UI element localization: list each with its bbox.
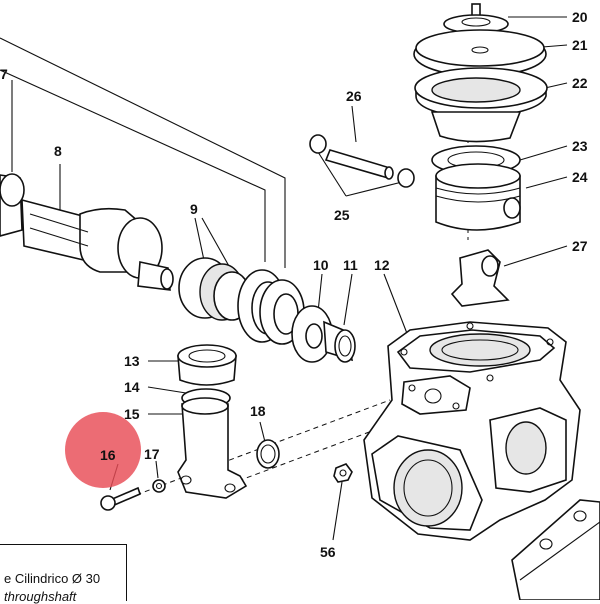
screw-part-16 bbox=[100, 486, 141, 511]
circlip-part-25 bbox=[309, 134, 415, 188]
legend-line-2: throughshaft bbox=[4, 589, 77, 604]
shaft-part-8 bbox=[0, 173, 174, 291]
highlight-marker bbox=[65, 412, 141, 488]
cap-part-13 bbox=[177, 344, 237, 386]
washer-part-10 bbox=[291, 305, 333, 363]
bracket-bottom-right bbox=[511, 499, 600, 600]
nut-part-56 bbox=[333, 463, 353, 483]
callout-label: 16 bbox=[100, 447, 116, 463]
callout-label: 27 bbox=[572, 238, 588, 254]
diaphragm-part-22 bbox=[414, 67, 548, 143]
washer-part-17 bbox=[152, 479, 166, 493]
callout-label: 17 bbox=[144, 446, 160, 462]
callout-label: 12 bbox=[374, 257, 390, 273]
callout-label: 9 bbox=[190, 201, 198, 217]
callout-label: 13 bbox=[124, 353, 140, 369]
bearing-part-9 bbox=[178, 257, 305, 345]
callout-label: 10 bbox=[313, 257, 329, 273]
callout-label: 8 bbox=[54, 143, 62, 159]
callout-label: 15 bbox=[124, 406, 140, 422]
bracket-part-27 bbox=[450, 249, 510, 307]
callout-label: 21 bbox=[572, 37, 588, 53]
callout-label: 7 bbox=[0, 66, 8, 82]
leader-lines bbox=[0, 16, 568, 541]
legend-line-1: e Cilindrico Ø 30 bbox=[4, 571, 101, 586]
disc-part-21 bbox=[413, 29, 547, 77]
pump-body-part-12 bbox=[363, 321, 581, 541]
callout-label: 18 bbox=[250, 403, 266, 419]
neck-part-15 bbox=[177, 397, 248, 499]
o-ring-part-18 bbox=[256, 439, 280, 469]
callout-labels: 7 8 9 10 11 12 13 14 15 16 17 18 20 21 2… bbox=[0, 9, 588, 560]
callout-label: 11 bbox=[343, 257, 358, 273]
callout-label: 14 bbox=[124, 379, 140, 395]
bushing-part-11 bbox=[323, 320, 356, 363]
callout-label: 26 bbox=[346, 88, 362, 104]
pin-part-26 bbox=[324, 149, 394, 180]
callout-label: 20 bbox=[572, 9, 588, 25]
bolt-part-20 bbox=[443, 3, 509, 34]
piston-part-24 bbox=[435, 163, 521, 231]
callout-label: 24 bbox=[572, 169, 588, 185]
callout-label: 22 bbox=[572, 75, 588, 91]
parts-legend-box: e Cilindrico Ø 30 throughshaft bbox=[0, 544, 127, 604]
callout-label: 25 bbox=[334, 207, 350, 223]
callout-label: 23 bbox=[572, 138, 588, 154]
callout-label: 56 bbox=[320, 544, 336, 560]
